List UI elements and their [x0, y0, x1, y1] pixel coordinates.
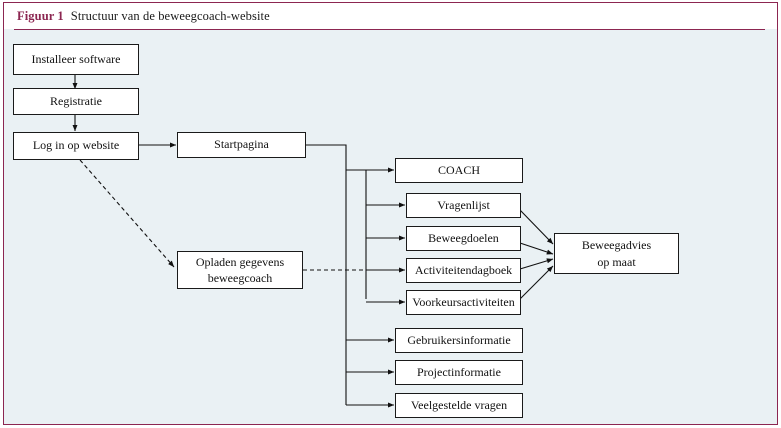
node-veelgestelde-vragen[interactable]: Veelgestelde vragen [395, 393, 523, 418]
node-beweegadvies-line1: Beweegadvies [581, 238, 652, 253]
figure-frame: Figuur 1 Structuur van de beweegcoach-web… [3, 2, 778, 425]
node-voorkeursactiviteiten-label: Voorkeursactiviteiten [412, 294, 515, 309]
edge-vragenlijst-to-beweegadvies [519, 209, 554, 245]
node-opladen-line2: beweegcoach [207, 271, 273, 285]
caption-band: Figuur 1 Structuur van de beweegcoach-web… [4, 3, 777, 29]
node-vragenlijst[interactable]: Vragenlijst [406, 193, 521, 218]
node-beweegdoelen[interactable]: Beweegdoelen [406, 226, 521, 251]
node-registratie[interactable]: Registratie [13, 88, 139, 115]
node-log-in-op-website-label: Log in op website [32, 138, 120, 153]
edge-startpagina-trunk [306, 144, 347, 405]
node-activiteitendagboek[interactable]: Activiteitendagboek [406, 258, 521, 283]
figure-caption-text: Structuur van de beweegcoach-website [70, 9, 270, 23]
node-gebruikersinformatie-label: Gebruikersinformatie [407, 332, 511, 347]
caption-rule [14, 29, 765, 31]
node-vragenlijst-label: Vragenlijst [437, 197, 490, 212]
node-startpagina-label: Startpagina [214, 137, 269, 152]
edge-voorkeursactiviteiten-to-beweegadvies [519, 265, 554, 300]
edge-secondary-trunk [346, 169, 367, 299]
edge-beweegdoelen-to-beweegadvies [519, 242, 554, 255]
node-veelgestelde-vragen-label: Veelgestelde vragen [410, 397, 508, 412]
node-gebruikersinformatie[interactable]: Gebruikersinformatie [395, 328, 523, 353]
edge-activiteitendagboek-to-beweegadvies [519, 258, 554, 270]
node-registratie-label: Registratie [50, 93, 102, 108]
figure-caption: Figuur 1 Structuur van de beweegcoach-web… [17, 9, 270, 24]
node-beweegadvies-line2: op maat [597, 254, 636, 269]
node-projectinformatie-label: Projectinformatie [417, 364, 501, 379]
node-log-in-op-website[interactable]: Log in op website [13, 132, 139, 160]
node-coach-label: COACH [437, 162, 480, 177]
node-voorkeursactiviteiten[interactable]: Voorkeursactiviteiten [406, 290, 521, 315]
node-opladen-line1: Opladen gegevens [195, 254, 285, 269]
node-projectinformatie[interactable]: Projectinformatie [395, 360, 523, 385]
node-opladen-gegevens-beweegcoach[interactable]: Opladen gegevens beweegcoach [177, 251, 303, 289]
node-startpagina[interactable]: Startpagina [177, 132, 306, 158]
figure-label: Figuur 1 [17, 9, 64, 23]
node-installeer-software-label: Installeer software [31, 51, 121, 66]
node-beweegadvies-op-maat[interactable]: Beweegadvies op maat [554, 233, 679, 274]
diagram-canvas: Installeer software Registratie Log in o… [4, 3, 779, 426]
node-coach[interactable]: COACH [395, 158, 523, 183]
edge-login-to-opladen-dashed [79, 159, 175, 268]
node-activiteitendagboek-label: Activiteitendagboek [414, 262, 513, 277]
node-installeer-software[interactable]: Installeer software [13, 44, 139, 75]
flow-edges [72, 75, 554, 408]
node-beweegdoelen-label: Beweegdoelen [428, 230, 499, 245]
